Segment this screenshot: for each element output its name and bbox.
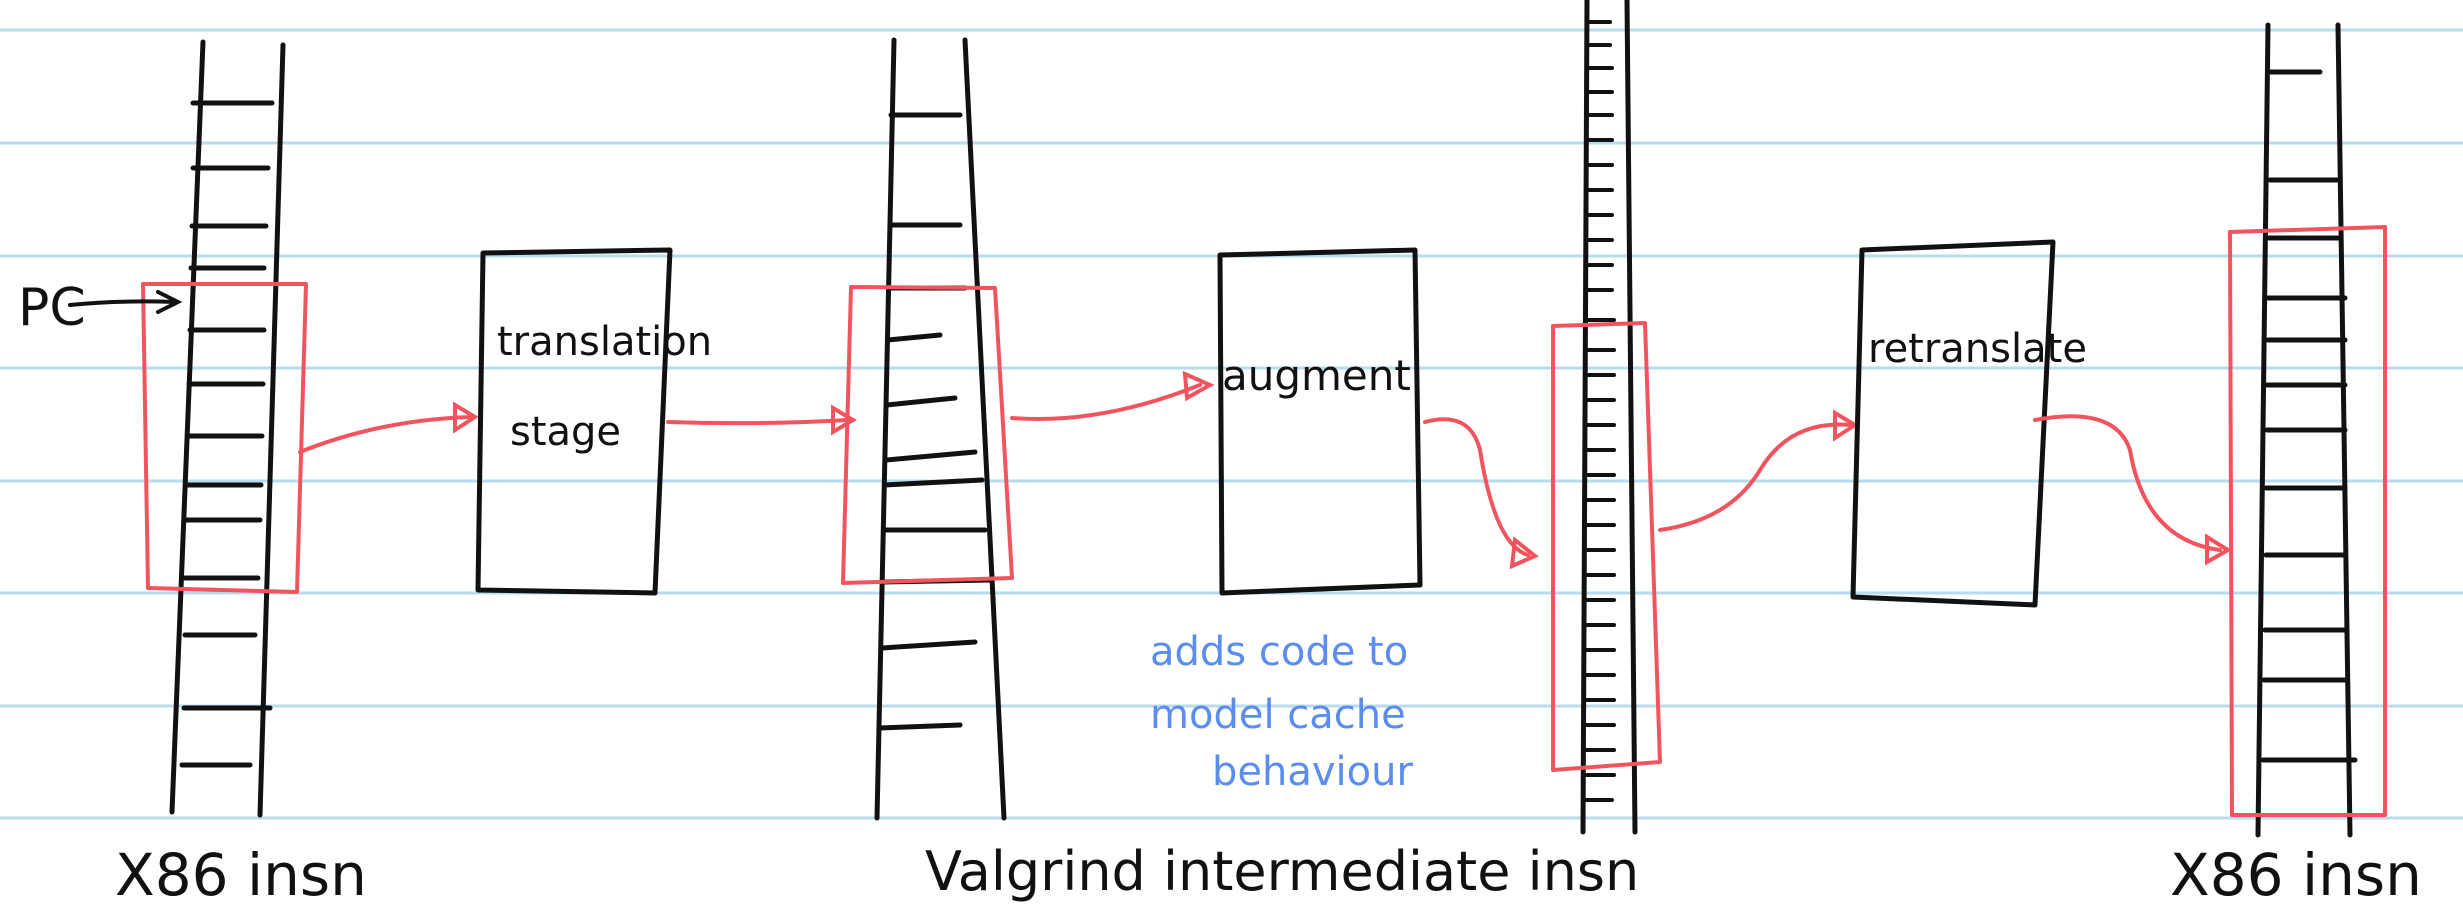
arrow-to-augmented-ir: [1423, 417, 1539, 570]
ir-window-box: [841, 285, 1014, 585]
x86-insn-strip-right: [2255, 22, 2358, 838]
augment-label: augment: [1222, 351, 1411, 400]
arrow-to-intermediate: [666, 404, 857, 436]
augment-note-line1: adds code to: [1150, 629, 1408, 675]
x86-insn-strip-left: [169, 39, 286, 818]
translation-label-line1: translation: [497, 319, 712, 365]
augment-box: [1217, 247, 1423, 596]
translation-stage-box: [475, 247, 673, 596]
pc-pointer-arrow: [68, 290, 183, 314]
pc-window-box: [141, 282, 308, 594]
augmented-ir-ticks: [1583, 20, 1616, 802]
pc-label: PC: [18, 278, 86, 338]
caption-x86-insn-right: X86 insn: [2170, 841, 2422, 909]
arrow-to-x86-output: [2033, 414, 2232, 566]
caption-valgrind-intermediate: Valgrind intermediate insn: [925, 840, 1639, 903]
caption-x86-insn-left: X86 insn: [115, 841, 367, 909]
augment-note-line3: behaviour: [1212, 749, 1413, 795]
retranslate-box: [1850, 239, 2056, 608]
arrow-to-augment: [1010, 370, 1215, 422]
translation-label-line2: stage: [510, 409, 621, 455]
output-window-box: [2228, 225, 2387, 817]
augment-note-line2: model cache: [1150, 692, 1406, 738]
arrow-to-retranslate: [1658, 409, 1859, 532]
augmented-window-box: [1551, 321, 1662, 772]
valgrind-ir-strip: [874, 37, 1007, 821]
retranslate-label: retranslate: [1868, 326, 2087, 372]
arrow-to-translation: [298, 401, 479, 454]
